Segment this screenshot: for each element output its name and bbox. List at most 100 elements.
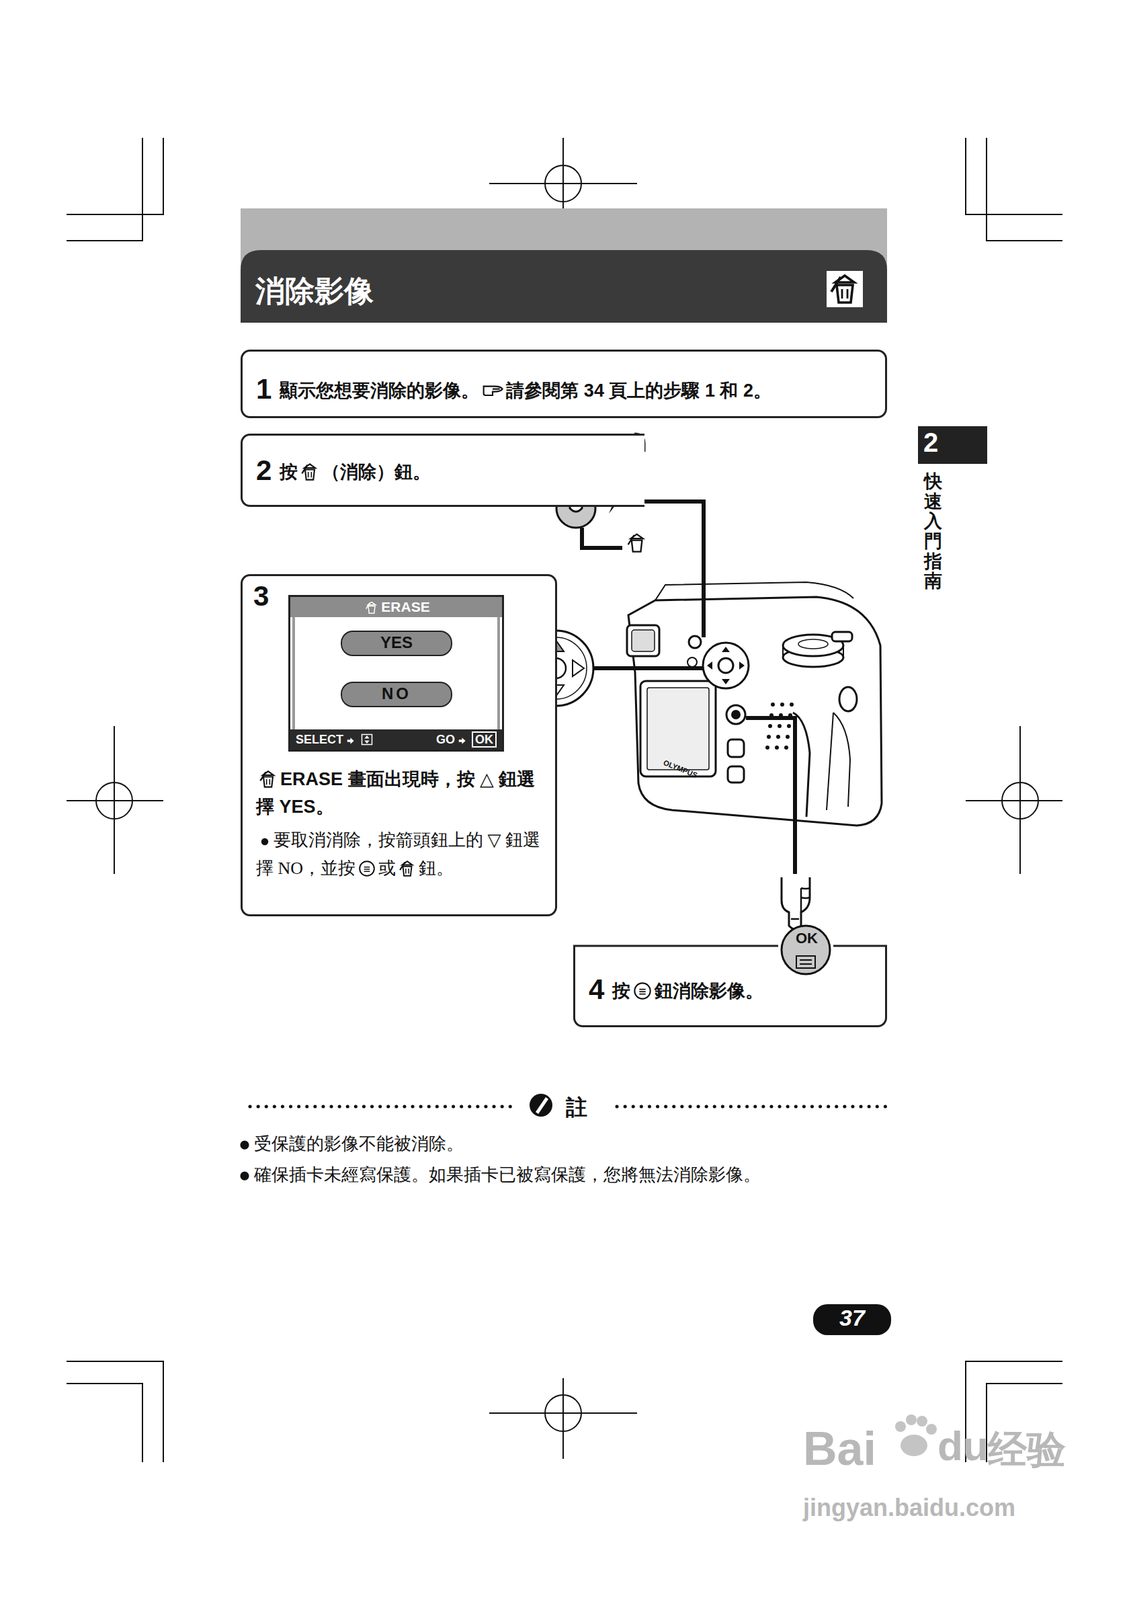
arrowR-icon <box>457 735 468 746</box>
step-box: 3ERASE 畫面出現時，按 △ 鈕選擇 YES。要取消消除，按箭頭鈕上的 ▽ … <box>240 573 558 916</box>
header-band <box>842 288 848 299</box>
note-heading: 註 <box>565 1092 588 1123</box>
step-box: 2按（消除）鈕。 <box>240 433 645 507</box>
text-row: 37 <box>813 1304 892 1331</box>
ok-button <box>799 959 812 964</box>
header-band <box>831 275 855 303</box>
updown-icon <box>360 733 373 746</box>
node-text: ERASE <box>381 598 430 615</box>
camera <box>687 657 697 667</box>
text-row: 1 顯示您想要消除的影像。 請參閱第 34 頁上的步驟 1 和 2。 <box>256 367 872 410</box>
watermark: Bai <box>803 1421 877 1476</box>
text-row: NO <box>342 684 451 703</box>
page-title: 消除影像 <box>255 271 374 312</box>
camera <box>833 712 851 807</box>
box-edges <box>573 433 888 946</box>
page-number: 37 <box>813 1303 892 1335</box>
step-number: 3 <box>253 579 269 612</box>
node-text: 37 <box>839 1304 865 1330</box>
watermark-paw <box>905 1413 917 1425</box>
header-band <box>831 276 841 292</box>
crop-marks <box>489 1377 638 1459</box>
speaker-holes <box>768 723 773 728</box>
speaker-holes <box>774 745 779 750</box>
lcd-screen: ERASE SELECT GOOK YES NO <box>288 594 505 752</box>
chapter-tab: 2 <box>917 426 988 464</box>
leader-line <box>623 501 704 638</box>
text-row: SELECT <box>295 731 376 748</box>
step2-button <box>631 540 643 552</box>
trashw-icon <box>364 600 379 615</box>
node-text: 顯示您想要消除的影像。 <box>279 380 480 401</box>
watermark-paw <box>916 1415 928 1427</box>
camera <box>647 687 709 770</box>
button-label: OK <box>795 929 818 947</box>
menu-button: YES <box>340 630 453 656</box>
camera <box>702 642 749 689</box>
step-number: 2 <box>256 454 272 486</box>
node-text: 按 <box>612 980 631 1001</box>
crop-marks <box>66 1360 164 1462</box>
camera <box>726 704 746 724</box>
ok-button <box>781 925 830 974</box>
camera <box>727 739 744 757</box>
speaker-holes <box>784 745 789 750</box>
camera <box>640 680 716 777</box>
text-row: GOOK <box>436 731 497 748</box>
speaker-holes <box>785 734 790 739</box>
node-text: OK <box>471 731 497 748</box>
crop-marks <box>66 725 164 874</box>
arrowR-icon <box>346 735 356 746</box>
speaker-holes <box>766 734 771 739</box>
trash-icon <box>300 462 320 482</box>
text-row: ERASE 畫面出現時，按 △ 鈕選擇 YES。 <box>256 765 543 820</box>
node-text: ERASE 畫面出現時，按 △ 鈕選擇 YES。 <box>256 768 535 817</box>
speaker-holes <box>786 723 791 728</box>
watermark-paw <box>900 1434 928 1456</box>
camera <box>655 581 854 601</box>
direction-pad <box>572 659 584 677</box>
camera <box>631 629 655 652</box>
trash-icon <box>398 859 416 877</box>
header-band <box>836 284 853 303</box>
camera <box>831 631 853 642</box>
node-text: 或 <box>378 858 396 878</box>
leader-line <box>745 717 796 874</box>
camera <box>731 709 741 720</box>
leader-line <box>581 527 623 548</box>
speaker-holes <box>776 734 781 739</box>
watermark: jingyan.baidu.com <box>803 1493 1016 1522</box>
step-number: 1 <box>256 372 272 405</box>
leader-line <box>594 665 703 671</box>
note-text: 受保護的影像不能被消除。 <box>239 1131 464 1156</box>
step2-button <box>628 534 644 552</box>
node-text: （消除）鈕。 <box>321 461 431 482</box>
speaker-holes <box>777 723 782 728</box>
watermark-paw <box>895 1413 937 1456</box>
step-box: 1 顯示您想要消除的影像。 請參閱第 34 頁上的步驟 1 和 2。 <box>240 349 888 418</box>
speaker-holes <box>765 702 794 750</box>
node-text: NO <box>381 684 412 703</box>
camera <box>706 646 745 685</box>
note-rule <box>616 1104 888 1109</box>
text-row: YES <box>342 633 451 652</box>
note-text: 確保插卡未經寫保護。如果插卡已被寫保護，您將無法消除影像。 <box>239 1162 761 1187</box>
step2-button <box>628 534 635 545</box>
watermark-paw <box>895 1420 906 1432</box>
text-row: 4按鈕消除影像。 <box>588 967 764 1011</box>
crop-marks <box>489 137 638 216</box>
camera <box>626 581 882 826</box>
node-text: 要取消消除，按箭頭鈕上的 ▽ 鈕選擇 NO，並按 <box>256 829 541 878</box>
chapter-title: 快速入門指南 <box>924 471 943 592</box>
camera <box>798 639 828 649</box>
ok-button <box>781 876 810 929</box>
header-band <box>240 208 888 323</box>
camera <box>626 624 660 656</box>
node-text: 請參閱第 34 頁上的步驟 1 和 2。 <box>506 380 772 401</box>
camera <box>628 596 882 826</box>
step-box: 4按鈕消除影像。 <box>573 945 888 1027</box>
ok-button <box>796 955 816 968</box>
